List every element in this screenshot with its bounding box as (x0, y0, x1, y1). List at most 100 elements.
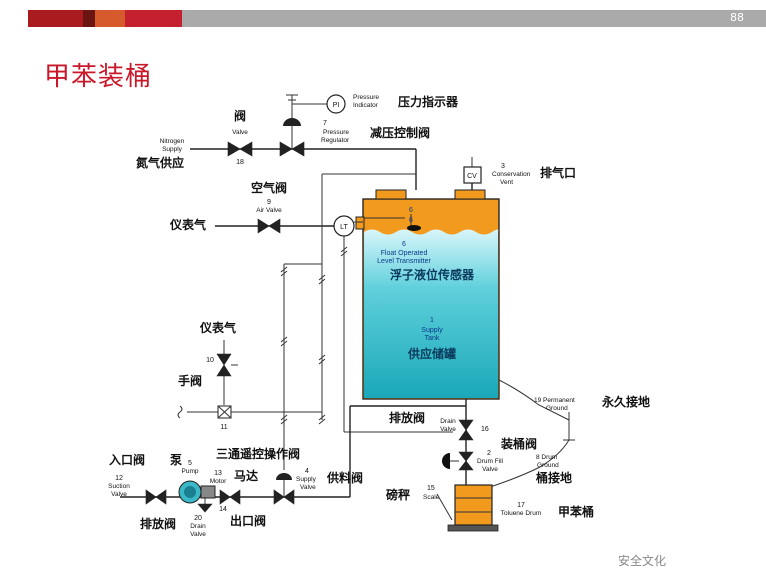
float-cn: 浮子液位传感器 (390, 267, 475, 282)
vent-en-1: Conservation (492, 171, 531, 178)
drain-valve-16-icon (458, 419, 474, 441)
valve-18-en: Valve (232, 129, 248, 136)
float-level-transmitter (364, 214, 421, 231)
supply-valve-num: 4 (305, 468, 309, 475)
float-number: 6 (409, 207, 413, 214)
pump-cn: 泵 (170, 453, 182, 467)
drum-fill-en-1: Drum Fill (477, 458, 504, 465)
valve-11-cross (217, 405, 232, 419)
drum-fill-cn: 装桶阀 (500, 436, 537, 451)
regulator-cn: 减压控制阀 (370, 125, 430, 140)
suction-num: 12 (115, 475, 123, 482)
ground-8-en-1: 8 Drum (536, 454, 557, 461)
ground-19-en-1: 19 Permanent (534, 397, 575, 404)
drain-20-en-1: Drain (190, 523, 206, 530)
vent-en-2: Vent (500, 179, 513, 186)
float-en-2: Level Transmitter (377, 258, 431, 265)
top-bar-segment (95, 10, 125, 27)
vent-cn: 排气口 (540, 165, 576, 180)
pi-symbol: PI (333, 102, 340, 109)
pressure-indicator-icon (326, 94, 346, 114)
scale-cn: 磅秤 (386, 487, 410, 502)
tank-number: 1 (430, 317, 434, 324)
motor-num: 13 (214, 470, 222, 477)
scale-num: 15 (427, 485, 435, 492)
drain-valve-en-1: Drain (440, 418, 456, 425)
hand-valve-cn: 手阀 (178, 373, 202, 388)
drain-20-en-2: Valve (190, 531, 206, 538)
pressure-regulator-icon (279, 94, 305, 157)
suction-valve-12-icon (145, 489, 167, 505)
suction-en-2: Valve (111, 491, 127, 498)
top-bar-segment (83, 10, 95, 27)
drum-fill-valve-icon (442, 451, 474, 471)
float-number-2: 6 (409, 217, 413, 224)
tank-en-1: Supply (421, 327, 443, 334)
top-bar: 88 (28, 10, 766, 27)
drain-20-cn: 排放阀 (140, 516, 176, 531)
suction-en-1: Suction (108, 483, 130, 490)
supply-valve-cn: 供料阀 (326, 470, 363, 485)
supply-valve-4-icon (273, 473, 295, 505)
drain-valve-num: 16 (481, 426, 489, 433)
supply-valve-en-2: Valve (300, 484, 316, 491)
drain-20-num: 20 (194, 515, 202, 522)
regulator-num: 7 (323, 120, 327, 127)
ground-8-cn: 桶接地 (536, 470, 572, 485)
drum-en: Toluene Drum (501, 510, 541, 517)
scale-pointer (436, 493, 453, 521)
valve-11-num: 11 (220, 424, 227, 431)
valve-18-icon (227, 141, 253, 157)
valve-18-cn: 阀 (234, 109, 246, 123)
tank-en-2: Tank (425, 335, 440, 342)
ground-8-en-2: Ground (537, 462, 559, 469)
conservation-vent (463, 157, 482, 190)
supply-valve-en-1: Supply (296, 476, 317, 483)
pi-en-2: Indicator (353, 102, 379, 109)
hand-valve-num: 10 (206, 357, 214, 364)
nitrogen-en-2: Supply (162, 146, 183, 153)
inlet-valve-cn: 入口阀 (109, 453, 145, 467)
motor-en: Motor (210, 478, 227, 485)
toluene-drum (447, 482, 499, 532)
regulator-en-2: Regulator (321, 137, 350, 144)
air-valve-cn: 空气阀 (251, 180, 287, 195)
supply-tank (355, 189, 500, 400)
pi-cn: 压力指示器 (398, 94, 459, 109)
page-number: 88 (730, 11, 744, 24)
signal-lines (177, 173, 453, 470)
instrument-air-cn-2: 仪表气 (199, 320, 236, 335)
top-bar-segment (125, 10, 182, 27)
lt-symbol: LT (340, 224, 348, 231)
drum-num: 17 (517, 502, 525, 509)
drain-valve-20-icon (197, 497, 213, 513)
drain-valve-en-2: Valve (440, 426, 456, 433)
watermark: 安全文化 (618, 554, 667, 568)
valve-14-num: 14 (219, 506, 227, 513)
drum-cn: 甲苯桶 (558, 504, 594, 519)
ground-wires (489, 379, 575, 488)
outlet-valve-cn: 出口阀 (230, 513, 266, 528)
motor-cn: 马达 (234, 468, 258, 483)
instrument-air-cn-1: 仪表气 (169, 217, 206, 232)
pump-icon (178, 480, 216, 504)
ground-19-en-2: Ground (546, 405, 568, 412)
hand-valve-icon (216, 340, 238, 405)
pi-en-1: Pressure (353, 94, 379, 101)
air-valve-en: Air Valve (256, 207, 282, 214)
air-valve-icon (257, 218, 281, 234)
page-title: 甲苯装桶 (44, 62, 153, 92)
float-number-label: 6 (402, 241, 406, 248)
three-way-valve-cn: 三通遥控操作阀 (216, 446, 300, 461)
outlet-valve-14-icon (219, 489, 241, 505)
cv-symbol: CV (467, 173, 477, 180)
scale-en: Scale (423, 494, 440, 501)
drum-fill-num: 2 (487, 450, 491, 457)
nitrogen-en-1: Nitrogen (160, 138, 185, 145)
valve-18-num: 18 (236, 159, 244, 166)
ground-19-cn: 永久接地 (601, 394, 650, 409)
float-en-1: Float Operated (381, 250, 428, 257)
regulator-en-1: Pressure (323, 129, 349, 136)
drum-fill-en-2: Valve (482, 466, 498, 473)
